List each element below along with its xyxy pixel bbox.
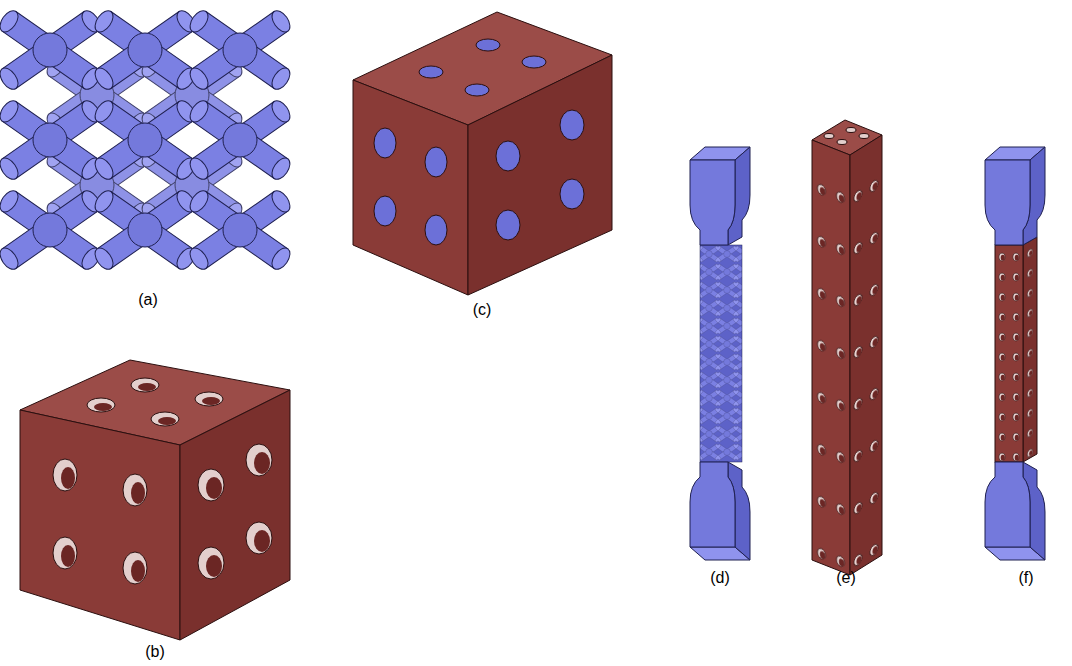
holed-specimen <box>985 147 1045 560</box>
figure-label: (a) <box>138 291 158 309</box>
filled-cube <box>353 12 612 295</box>
holed-block <box>812 120 882 575</box>
figure-label: (b) <box>145 643 165 661</box>
holed-cube <box>20 360 290 640</box>
figure-label: (e) <box>836 569 856 587</box>
figure-label: (d) <box>710 569 730 587</box>
figure-label: (c) <box>473 301 492 319</box>
lattice-illustration <box>0 7 294 272</box>
figure-label: (f) <box>1018 569 1033 587</box>
lattice-specimen <box>690 147 750 560</box>
